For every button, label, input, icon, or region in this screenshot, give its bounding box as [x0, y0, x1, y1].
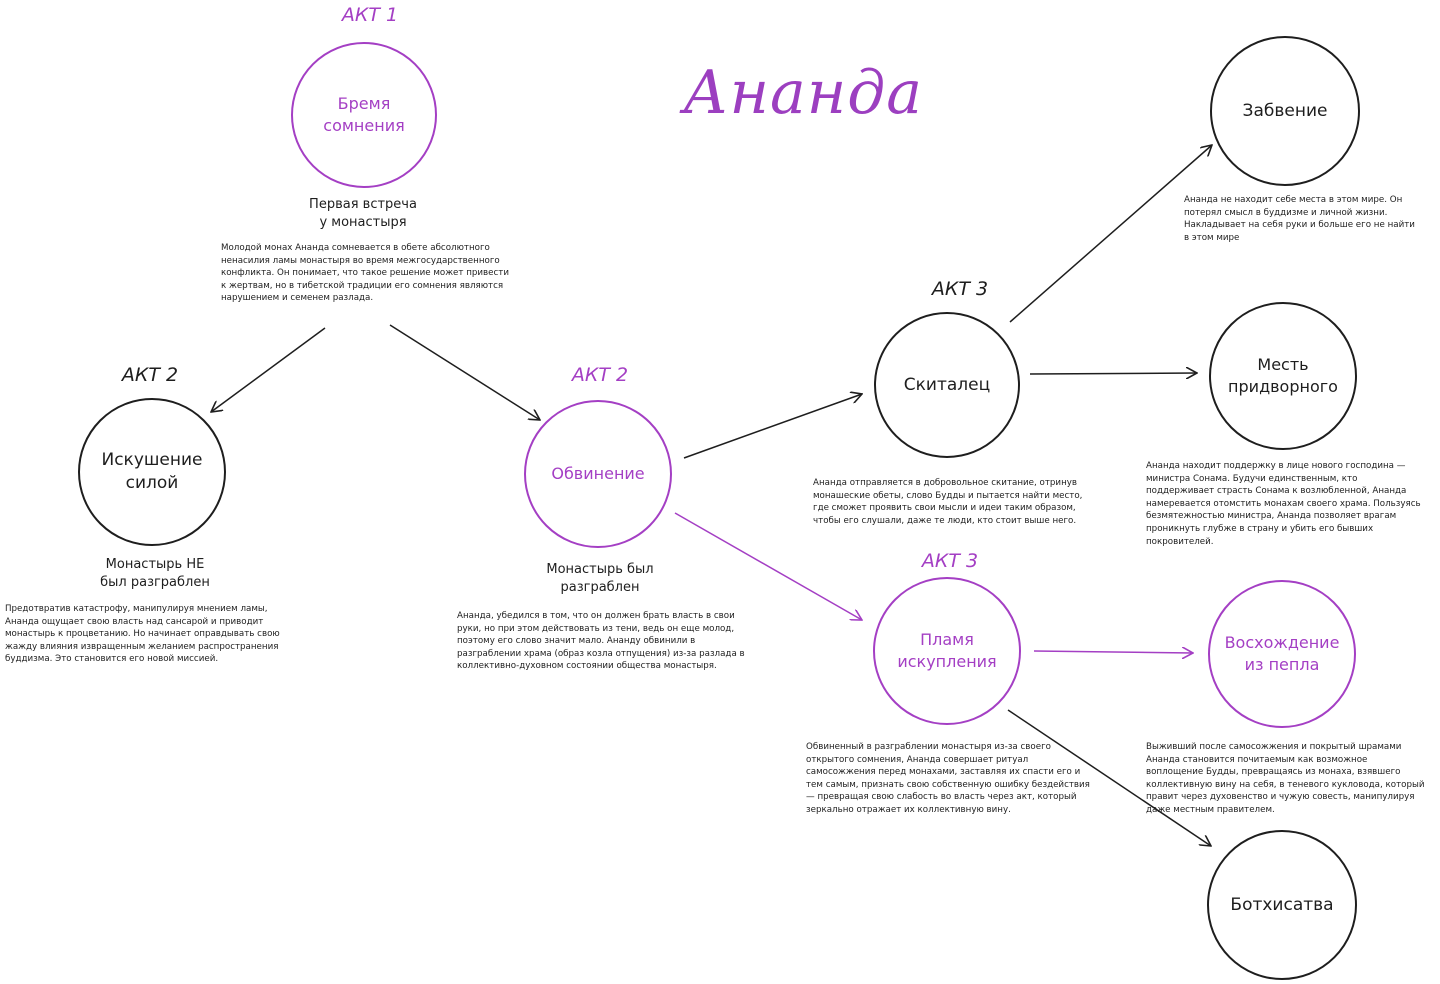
node-wanderer-label: Скиталец [903, 374, 991, 395]
arrow-burden-to-accusation [389, 324, 540, 420]
node-burden-label: Бремя сомнения [323, 94, 405, 135]
diagram-title: Ананда [683, 58, 924, 128]
node-ascension-label: Восхождение из пепла [1224, 633, 1340, 674]
arrow-accusation-to-flame [674, 512, 862, 620]
flame-description: Обвиненный в разграблении монастыря из-з… [806, 742, 1090, 815]
act-1-label: АКТ 1 [341, 4, 399, 26]
node-temptation-by-power[interactable]: Искушение силой [78, 398, 226, 546]
wanderer-description: Ананда отправляется в добровольное скита… [813, 478, 1083, 526]
arrow-wanderer-to-oblivion [1009, 145, 1212, 323]
arrow-flame-to-ascension [1033, 651, 1193, 653]
node-revenge-label: Месть придворного [1228, 355, 1338, 396]
node-accusation[interactable]: Обвинение [524, 400, 672, 548]
node-wanderer[interactable]: Скиталец [874, 312, 1020, 458]
node-courtier-revenge[interactable]: Месть придворного [1209, 302, 1357, 450]
act-2-left-label: АКТ 2 [121, 364, 179, 386]
act-2-center-label: АКТ 2 [571, 364, 629, 386]
node-oblivion[interactable]: Забвение [1210, 36, 1360, 186]
node-burden-of-doubt[interactable]: Бремя сомнения [291, 42, 437, 188]
ascension-description: Выживший после самосожжения и покрытый ш… [1146, 742, 1425, 815]
arrow-burden-to-temptation [211, 327, 326, 412]
temptation-subtitle: Монастырь НЕ был разграблен [100, 557, 210, 590]
node-temptation-label: Искушение силой [101, 450, 203, 493]
node-bodhisattva[interactable]: Ботхисатва [1207, 830, 1357, 980]
node-oblivion-label: Забвение [1242, 100, 1328, 121]
arrow-flame-to-bodhisattva [1007, 709, 1211, 846]
node-flame-of-atonement[interactable]: Пламя искупления [873, 577, 1021, 725]
act-3-top-label: АКТ 3 [931, 278, 989, 300]
accusation-subtitle: Монастырь был разграблен [546, 562, 654, 595]
node-accusation-label: Обвинение [551, 464, 645, 483]
accusation-description: Ананда, убедился в том, что он должен бр… [457, 611, 745, 672]
arrow-wanderer-to-revenge [1029, 373, 1197, 374]
node-bodhisattva-label: Ботхисатва [1230, 894, 1334, 915]
node-flame-label: Пламя искупления [897, 630, 997, 671]
temptation-description: Предотвратив катастрофу, манипулируя мне… [5, 604, 280, 665]
act-3-bottom-label: АКТ 3 [921, 550, 979, 572]
node-rise-from-ashes[interactable]: Восхождение из пепла [1208, 580, 1356, 728]
revenge-description: Ананда находит поддержку в лице нового г… [1146, 461, 1421, 547]
burden-subtitle: Первая встреча у монастыря [309, 197, 417, 230]
arrow-accusation-to-wanderer [683, 394, 862, 459]
burden-description: Молодой монах Ананда сомневается в обете… [221, 243, 509, 304]
oblivion-description: Ананда не находит себе места в этом мире… [1184, 195, 1415, 243]
